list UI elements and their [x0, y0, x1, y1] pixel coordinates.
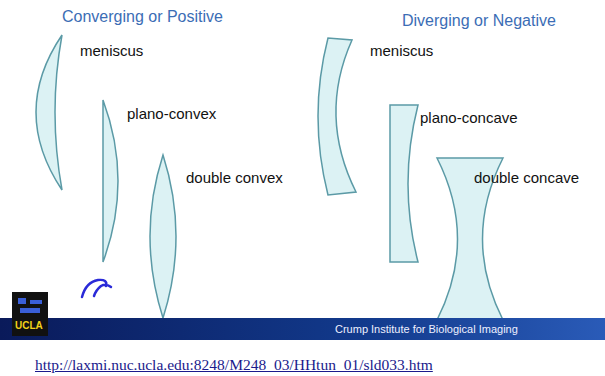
lens-name: plano-concave [420, 110, 518, 127]
ucla-logo [12, 292, 48, 336]
diverging-meniscus-lens [318, 38, 356, 195]
lens-name: plano-convex [127, 106, 216, 123]
source-url: http://laxmi.nuc.ucla.edu:8248/M248_03/H… [35, 356, 433, 373]
plano-concave-lens [390, 105, 418, 262]
double-convex-lens [150, 155, 176, 318]
footer-bar [0, 318, 605, 340]
lens-name: meniscus [80, 43, 143, 60]
group-heading: Diverging or Negative [402, 12, 556, 30]
ucla-logo-figure [18, 298, 42, 313]
lens-name: double concave [474, 170, 579, 187]
group-heading: Converging or Positive [62, 8, 223, 26]
plano-convex-lens [103, 100, 118, 262]
lens-name: double convex [186, 170, 283, 187]
footer-text: Crump Institute for Biological Imaging [335, 323, 518, 335]
hand-drawn-mark [82, 280, 111, 297]
logo-text: UCLA [15, 320, 43, 331]
lens-name: meniscus [370, 43, 433, 60]
converging-meniscus-lens [36, 35, 62, 190]
